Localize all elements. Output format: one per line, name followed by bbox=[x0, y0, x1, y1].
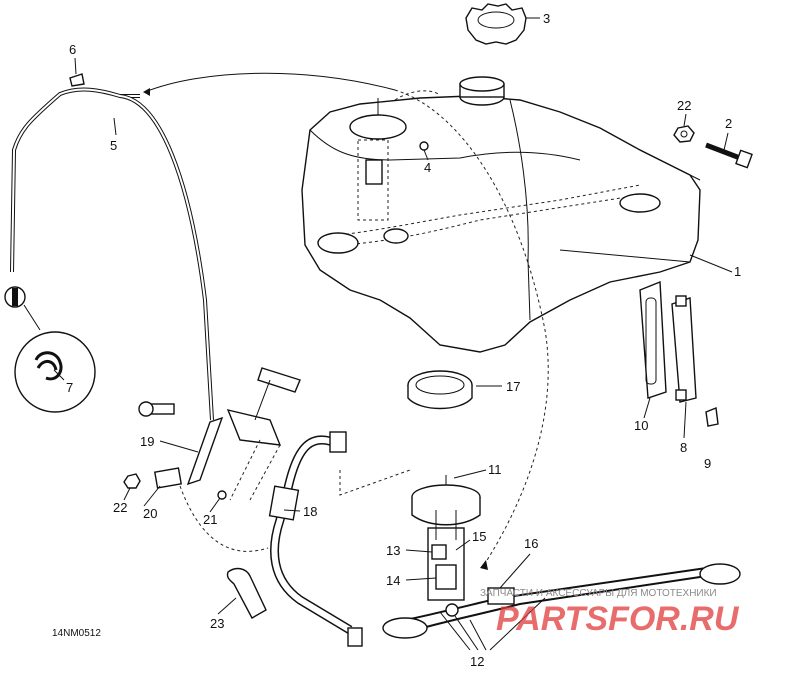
callout-labels: 1 2 3 4 5 6 7 8 9 10 11 12 13 14 15 16 1… bbox=[66, 11, 741, 669]
detail-bubble bbox=[4, 286, 96, 413]
watermark-tagline: ЗАПЧАСТИ И АКСЕССУАРЫ ДЛЯ МОТОТЕХНИКИ bbox=[480, 588, 717, 599]
pickup-lines bbox=[382, 563, 741, 639]
diagram-code: 14NM0512 bbox=[52, 628, 101, 639]
callout-3: 3 bbox=[543, 11, 550, 26]
rubber-pad bbox=[671, 295, 697, 403]
fuel-tank bbox=[301, 76, 701, 353]
callout-2: 2 bbox=[725, 116, 732, 131]
callout-13: 13 bbox=[386, 543, 400, 558]
bolt bbox=[705, 142, 753, 169]
label-sticker bbox=[705, 407, 719, 427]
fuel-cap bbox=[465, 3, 527, 45]
callout-18: 18 bbox=[303, 504, 317, 519]
vent-clip bbox=[69, 73, 85, 87]
callout-9: 9 bbox=[704, 456, 711, 471]
filter-hose bbox=[226, 567, 267, 619]
callout-8: 8 bbox=[680, 440, 687, 455]
fuel-pump-module bbox=[411, 475, 481, 601]
callout-1: 1 bbox=[734, 264, 741, 279]
hidden-pump-outline bbox=[317, 90, 661, 254]
nut-top bbox=[673, 125, 695, 143]
watermark: ЗАПЧАСТИ И АКСЕССУАРЫ ДЛЯ МОТОТЕХНИКИ PA… bbox=[480, 588, 740, 638]
callout-6: 6 bbox=[69, 42, 76, 57]
retaining-strap bbox=[639, 280, 667, 399]
callout-20: 20 bbox=[143, 506, 157, 521]
callout-11: 11 bbox=[488, 462, 502, 477]
callout-23: 23 bbox=[210, 616, 224, 631]
fuel-hose bbox=[268, 431, 363, 647]
callout-14: 14 bbox=[386, 573, 400, 588]
callout-22-bottom: 22 bbox=[113, 500, 127, 515]
callout-10: 10 bbox=[634, 418, 648, 433]
callout-19: 19 bbox=[140, 434, 154, 449]
lock-ring bbox=[407, 370, 473, 410]
bracket-assembly bbox=[123, 367, 301, 552]
vent-tube bbox=[10, 72, 396, 421]
callout-4: 4 bbox=[424, 160, 431, 175]
callout-17: 17 bbox=[506, 379, 520, 394]
callout-12: 12 bbox=[470, 654, 484, 669]
callout-21: 21 bbox=[203, 512, 217, 527]
callout-5: 5 bbox=[110, 138, 117, 153]
callout-7: 7 bbox=[66, 380, 73, 395]
callout-22-top: 22 bbox=[677, 98, 691, 113]
callout-15: 15 bbox=[472, 529, 486, 544]
watermark-logo: PARTSFOR.RU bbox=[496, 600, 740, 638]
callout-leaders bbox=[53, 17, 733, 651]
callout-16: 16 bbox=[524, 536, 538, 551]
